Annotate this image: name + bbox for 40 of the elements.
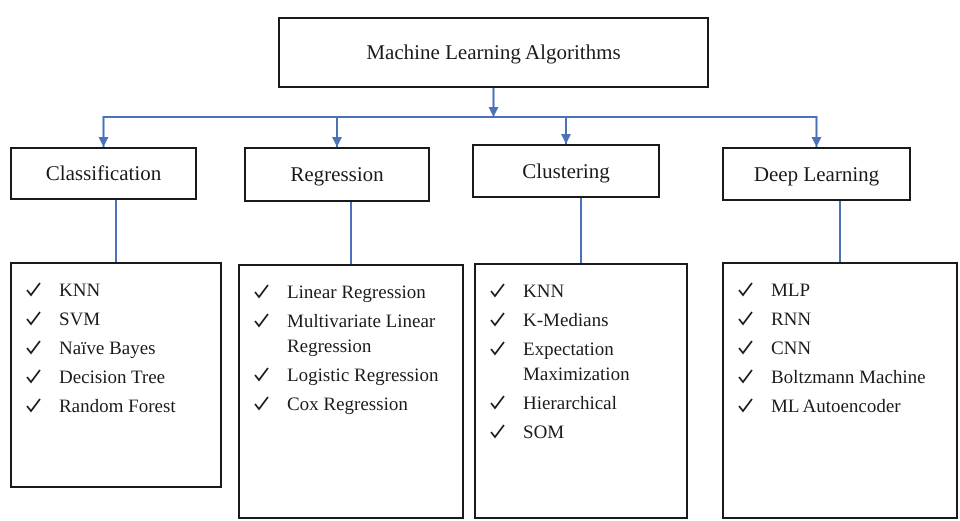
heading-text: Regression (290, 162, 384, 187)
category-box (472, 144, 660, 198)
list-box (722, 262, 958, 519)
list-item-text: Expectation Maximization (523, 338, 631, 387)
category-box (722, 147, 911, 201)
list-box (474, 263, 688, 519)
list-item-text: Hierarchical (523, 392, 617, 416)
list-item-text: K-Medians (523, 309, 608, 333)
list-item-text: Naïve Bayes (59, 337, 156, 361)
heading-text: Deep Learning (754, 162, 880, 186)
connector-line (839, 201, 841, 262)
list-item-text: Boltzmann Machine (771, 366, 926, 390)
list-item-text: RNN (771, 308, 812, 332)
category-box (278, 17, 709, 88)
connector-line (580, 198, 582, 263)
list-item-text: SOM (523, 421, 564, 445)
list-item-text: ML Autoencoder (771, 395, 901, 419)
list-item-text: Linear Regression (287, 281, 426, 305)
heading-text: Classification (46, 161, 162, 186)
list-item-text: Cox Regression (287, 393, 408, 417)
list-item-text: SVM (59, 308, 100, 332)
list-box (238, 264, 464, 519)
list-item-text: Logistic Regression (287, 364, 438, 388)
list-item-text: KNN (523, 280, 564, 304)
heading-text: Machine Learning Algorithms (366, 40, 621, 65)
heading-text: Clustering (522, 158, 610, 184)
list-item-text: Random Forest (59, 395, 176, 419)
category-box (10, 147, 197, 200)
list-item-text: Decision Tree (59, 366, 166, 390)
list-item-text: MLP (771, 279, 810, 303)
arrow (488, 88, 498, 117)
connector-line (350, 202, 352, 264)
list-item-text: CNN (771, 337, 812, 361)
category-box (244, 147, 430, 202)
connector-line (115, 200, 117, 262)
arrow (494, 116, 822, 147)
arrow (332, 116, 494, 147)
list-item-text: Multivariate Linear Regression (287, 310, 436, 359)
list-box (10, 262, 222, 488)
list-item-text: KNN (59, 279, 100, 303)
